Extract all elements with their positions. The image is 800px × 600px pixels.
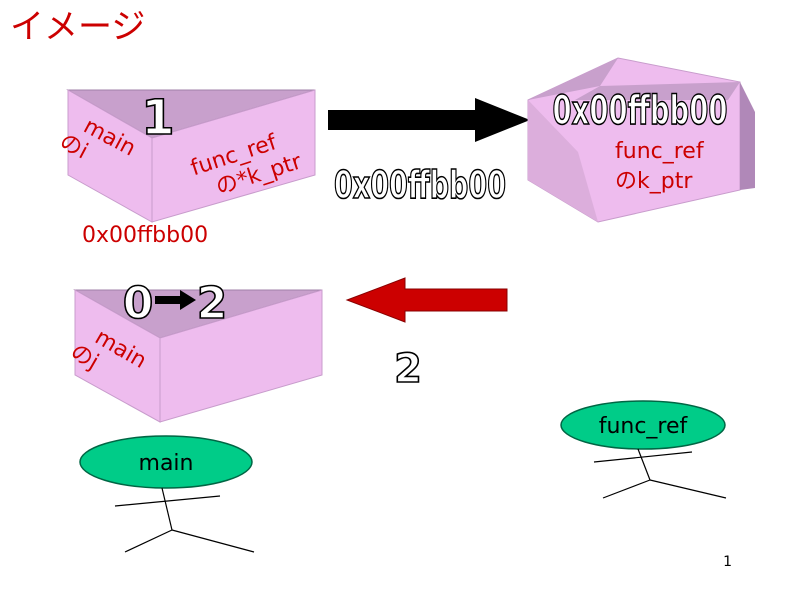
box3-to-value: 2 <box>197 278 228 329</box>
box3-change-arrow <box>155 290 196 310</box>
box1-address: 0x00ffbb00 <box>82 223 208 248</box>
box2-top-left <box>528 58 618 100</box>
actor-main-ellipse <box>79 435 253 489</box>
box2-label-line2: のk_ptr <box>615 169 693 194</box>
box2-top-face <box>575 82 740 100</box>
memory-box-3: 0 2 main のj <box>66 277 323 423</box>
actor-func-ref-ellipse <box>560 400 726 450</box>
arrow-right-black: 0x00ffbb00 <box>328 98 530 208</box>
box2-number: 0x00ffbb00 <box>553 88 728 134</box>
arrow-left-red: 2 <box>345 277 508 393</box>
box3-right-face <box>159 289 323 423</box>
actor-func-ref-stick-figure <box>593 448 727 499</box>
arrow2-label: 2 <box>394 346 422 392</box>
actor-func-ref-label: func_ref <box>599 414 689 439</box>
page-number: 1 <box>723 554 732 570</box>
box1-number: 1 <box>141 90 174 146</box>
memory-box-1: 1 main のi func_ref の*k_ptr 0x00ffbb00 <box>55 89 316 248</box>
arrow1-shape <box>328 98 530 142</box>
box3-from-value: 0 <box>123 278 154 329</box>
box1-right-face <box>151 89 316 223</box>
arrow2-shape <box>345 277 508 323</box>
box2-right-face <box>740 82 755 190</box>
actor-func-ref: func_ref <box>560 400 727 499</box>
actor-main-label: main <box>139 451 194 476</box>
memory-box-2: 0x00ffbb00 func_ref のk_ptr <box>527 57 755 223</box>
box2-label-line1: func_ref <box>615 139 705 164</box>
box2-left-face <box>528 100 598 222</box>
actor-main: main <box>79 435 255 553</box>
slide-title: イメージ <box>10 7 145 47</box>
actor-main-stick-figure <box>114 487 255 553</box>
arrow1-label: 0x00ffbb00 <box>334 163 506 207</box>
